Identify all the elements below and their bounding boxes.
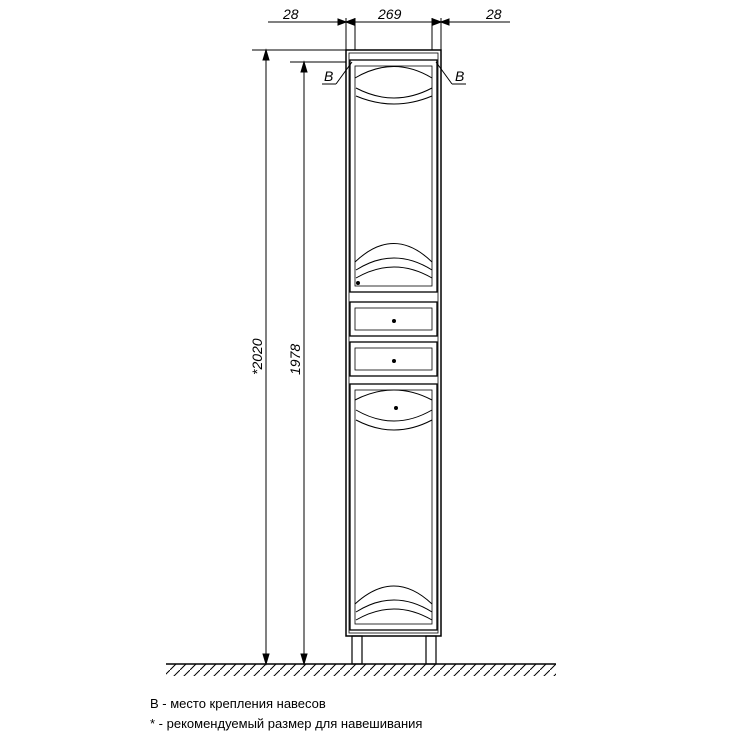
drawer-1-knob: [392, 319, 396, 323]
lower-door-knob: [394, 406, 398, 410]
lower-door: [349, 383, 438, 631]
upper-door-knob: [356, 281, 360, 285]
dim-body-height: 1978: [287, 344, 303, 375]
dim-side-right: 28: [485, 6, 502, 22]
dim-total-height: *2020: [249, 338, 265, 375]
cabinet-legs: [351, 635, 437, 665]
legend-line-1: B - место крепления навесов: [150, 696, 326, 711]
floor: [166, 663, 556, 676]
upper-door: [349, 59, 438, 293]
dim-width: 269: [377, 6, 402, 22]
hinge-markers: [322, 61, 466, 85]
height-dimensions: [252, 48, 346, 666]
hinge-label-right: B: [455, 68, 464, 84]
legend-line-2: * - рекомендуемый размер для навешивания: [150, 716, 423, 731]
drawer-1: [349, 301, 438, 337]
top-dimension: [268, 18, 510, 50]
dim-side-left: 28: [282, 6, 299, 22]
hinge-label-left: B: [324, 68, 333, 84]
cabinet-body: [345, 49, 442, 637]
drawer-2-knob: [392, 359, 396, 363]
drawer-2: [349, 341, 438, 377]
